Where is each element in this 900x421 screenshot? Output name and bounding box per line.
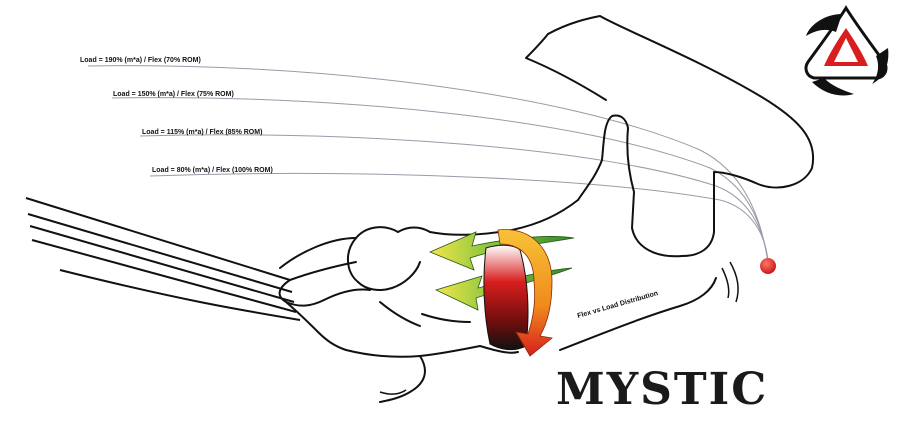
orange-arrow xyxy=(497,229,553,357)
flex-load-label: Flex vs Load Distribution xyxy=(577,290,659,320)
load-label-80: Load = 80% (m*a) / Flex (100% ROM) xyxy=(152,167,273,174)
load-lines xyxy=(87,65,769,263)
load-line-80 xyxy=(149,172,769,263)
load-line-115 xyxy=(139,134,769,263)
mystic-logo-icon xyxy=(804,5,889,96)
brand-wordmark: MYSTIC xyxy=(556,364,768,415)
rider-outline xyxy=(278,15,815,403)
load-label-190: Load = 190% (m*a) / Flex (70% ROM) xyxy=(80,57,201,64)
load-label-115: Load = 115% (m*a) / Flex (85% ROM) xyxy=(142,129,262,136)
load-line-190 xyxy=(87,65,769,263)
load-labels: Load = 190% (m*a) / Flex (70% ROM) Load … xyxy=(80,57,273,174)
ball xyxy=(760,258,776,274)
motion-marks xyxy=(379,261,739,395)
load-line-150 xyxy=(111,97,769,263)
kite-lines xyxy=(25,197,301,321)
load-label-150: Load = 150% (m*a) / Flex (75% ROM) xyxy=(113,91,234,98)
